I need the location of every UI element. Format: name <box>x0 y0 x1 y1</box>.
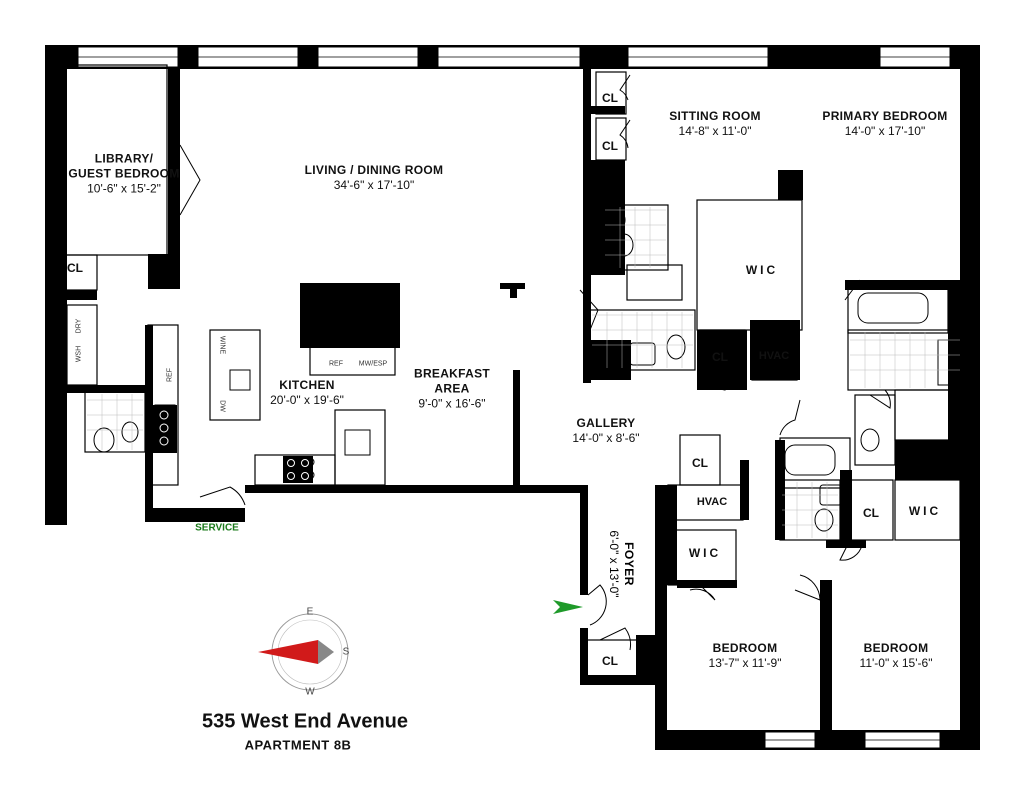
hvac-label: HVAC <box>696 496 728 508</box>
room-name: BREAKFAST <box>413 366 491 381</box>
compass-west: W <box>305 686 315 698</box>
room-outlines <box>51 64 964 681</box>
room-name: LIBRARY/ <box>94 151 154 166</box>
room-dims: 10'-6" x 15'-2" <box>87 181 161 196</box>
room-name: LIVING / DINING ROOM <box>304 163 444 177</box>
room-dims: 34'-6" x 17'-10" <box>333 178 415 192</box>
room-dims: 14'-0" x 8'-6" <box>572 431 640 445</box>
room-dims: 13'-7" x 11'-9" <box>708 656 782 670</box>
room-sitting: SITTING ROOM 14'-8" x 11'-0" <box>669 109 761 139</box>
room-dims: 14'-8" x 11'-0" <box>678 124 752 138</box>
appliance-label: MW/ESP <box>358 360 388 368</box>
exterior-walls <box>45 45 980 750</box>
appliance-label: REF <box>166 368 174 382</box>
room-bedroom: BEDROOM 11'-0" x 15'-6" <box>860 641 933 671</box>
room-foyer: FOYER 6'-0" x 13'-0" <box>606 530 636 597</box>
compass-east: E <box>306 606 314 618</box>
closet-label: CL <box>602 91 618 105</box>
room-name: FOYER <box>622 542 636 586</box>
closet-label: CL <box>67 261 83 275</box>
room-kitchen: KITCHEN 20'-0" x 19'-6" <box>270 378 344 408</box>
room-name: SITTING ROOM <box>669 109 761 123</box>
entry-arrow-icon <box>553 600 583 614</box>
interior-walls <box>148 69 962 730</box>
room-dims: 20'-0" x 19'-6" <box>270 393 344 407</box>
room-dims: 14'-0" x 17'-10" <box>844 124 926 138</box>
room-name: BEDROOM <box>712 641 778 655</box>
plan-title: 535 West End Avenue <box>202 710 408 733</box>
closet-label: CL <box>602 139 618 153</box>
compass-south: S <box>342 646 350 658</box>
room-name: KITCHEN <box>279 378 335 392</box>
hvac-label: HVAC <box>758 350 790 362</box>
room-name: BEDROOM <box>863 641 929 655</box>
wic-label: WIC <box>908 504 942 518</box>
closet-label: CL <box>692 456 708 470</box>
closet-label: CL <box>712 350 728 364</box>
room-name: GUEST BEDROOM <box>68 166 180 181</box>
wic-label: WIC <box>688 546 722 560</box>
room-name: PRIMARY BEDROOM <box>822 109 948 123</box>
room-name: AREA <box>434 381 470 396</box>
room-gallery: GALLERY 14'-0" x 8'-6" <box>572 416 639 446</box>
room-dims: 6'-0" x 13'-0" <box>607 530 621 598</box>
room-breakfast: BREAKFAST AREA 9'-0" x 16'-6" <box>414 367 490 412</box>
fixtures <box>93 209 957 532</box>
room-primary-bedroom: PRIMARY BEDROOM 14'-0" x 17'-10" <box>822 109 947 139</box>
room-library: LIBRARY/ GUEST BEDROOM 10'-6" x 15'-2" <box>68 152 179 197</box>
room-name: GALLERY <box>576 416 636 430</box>
closet-label: CL <box>602 654 618 668</box>
appliance-label: DRY <box>75 318 83 334</box>
compass-icon <box>258 613 349 691</box>
room-living-dining: LIVING / DINING ROOM 34'-6" x 17'-10" <box>305 163 444 193</box>
appliance-label: WSH <box>75 345 83 363</box>
tile-floors <box>87 207 960 538</box>
closet-label: CL <box>863 506 879 520</box>
appliance-label: REF <box>329 360 343 368</box>
window-lines <box>78 56 950 741</box>
wic-label: WIC <box>745 263 779 277</box>
room-dims: 9'-0" x 16'-6" <box>418 396 486 411</box>
appliance-label: DW <box>218 400 226 412</box>
door-swings <box>179 74 891 651</box>
room-dims: 11'-0" x 15'-6" <box>859 656 933 670</box>
appliances-black <box>152 405 313 483</box>
appliance-label: WINE <box>218 335 226 355</box>
room-bedroom: BEDROOM 13'-7" x 11'-9" <box>709 641 782 671</box>
plan-subtitle: APARTMENT 8B <box>244 737 352 753</box>
service-entry-label: SERVICE <box>195 522 239 534</box>
